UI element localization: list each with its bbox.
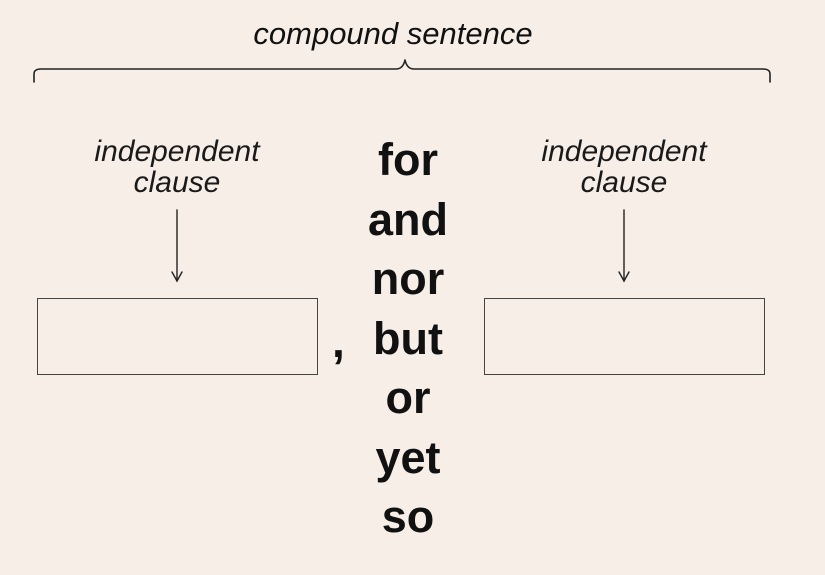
right-clause-box <box>484 298 765 375</box>
conjunction-and: and <box>367 193 448 245</box>
conjunction-list: for and nor but or yet so <box>338 130 478 547</box>
conjunction-but: but <box>373 312 443 364</box>
comma: , <box>332 315 345 367</box>
left-clause-label: independent clause <box>27 136 327 198</box>
left-down-arrow <box>171 209 183 283</box>
conjunction-so: so <box>381 491 435 542</box>
conjunction-for: for <box>378 134 438 185</box>
conjunction-yet: yet <box>375 431 441 483</box>
diagram-title: compound sentence <box>253 16 533 51</box>
left-clause-label-line2: clause <box>133 166 221 199</box>
conjunction-nor: nor <box>371 253 445 304</box>
left-clause-label-line1: independent <box>94 135 260 168</box>
right-clause-label: independent clause <box>474 136 774 198</box>
left-clause-box <box>37 298 318 375</box>
right-clause-label-line1: independent <box>541 135 707 168</box>
conjunction-or: or <box>385 372 431 423</box>
right-down-arrow <box>618 209 630 283</box>
right-clause-label-line2: clause <box>580 166 668 199</box>
